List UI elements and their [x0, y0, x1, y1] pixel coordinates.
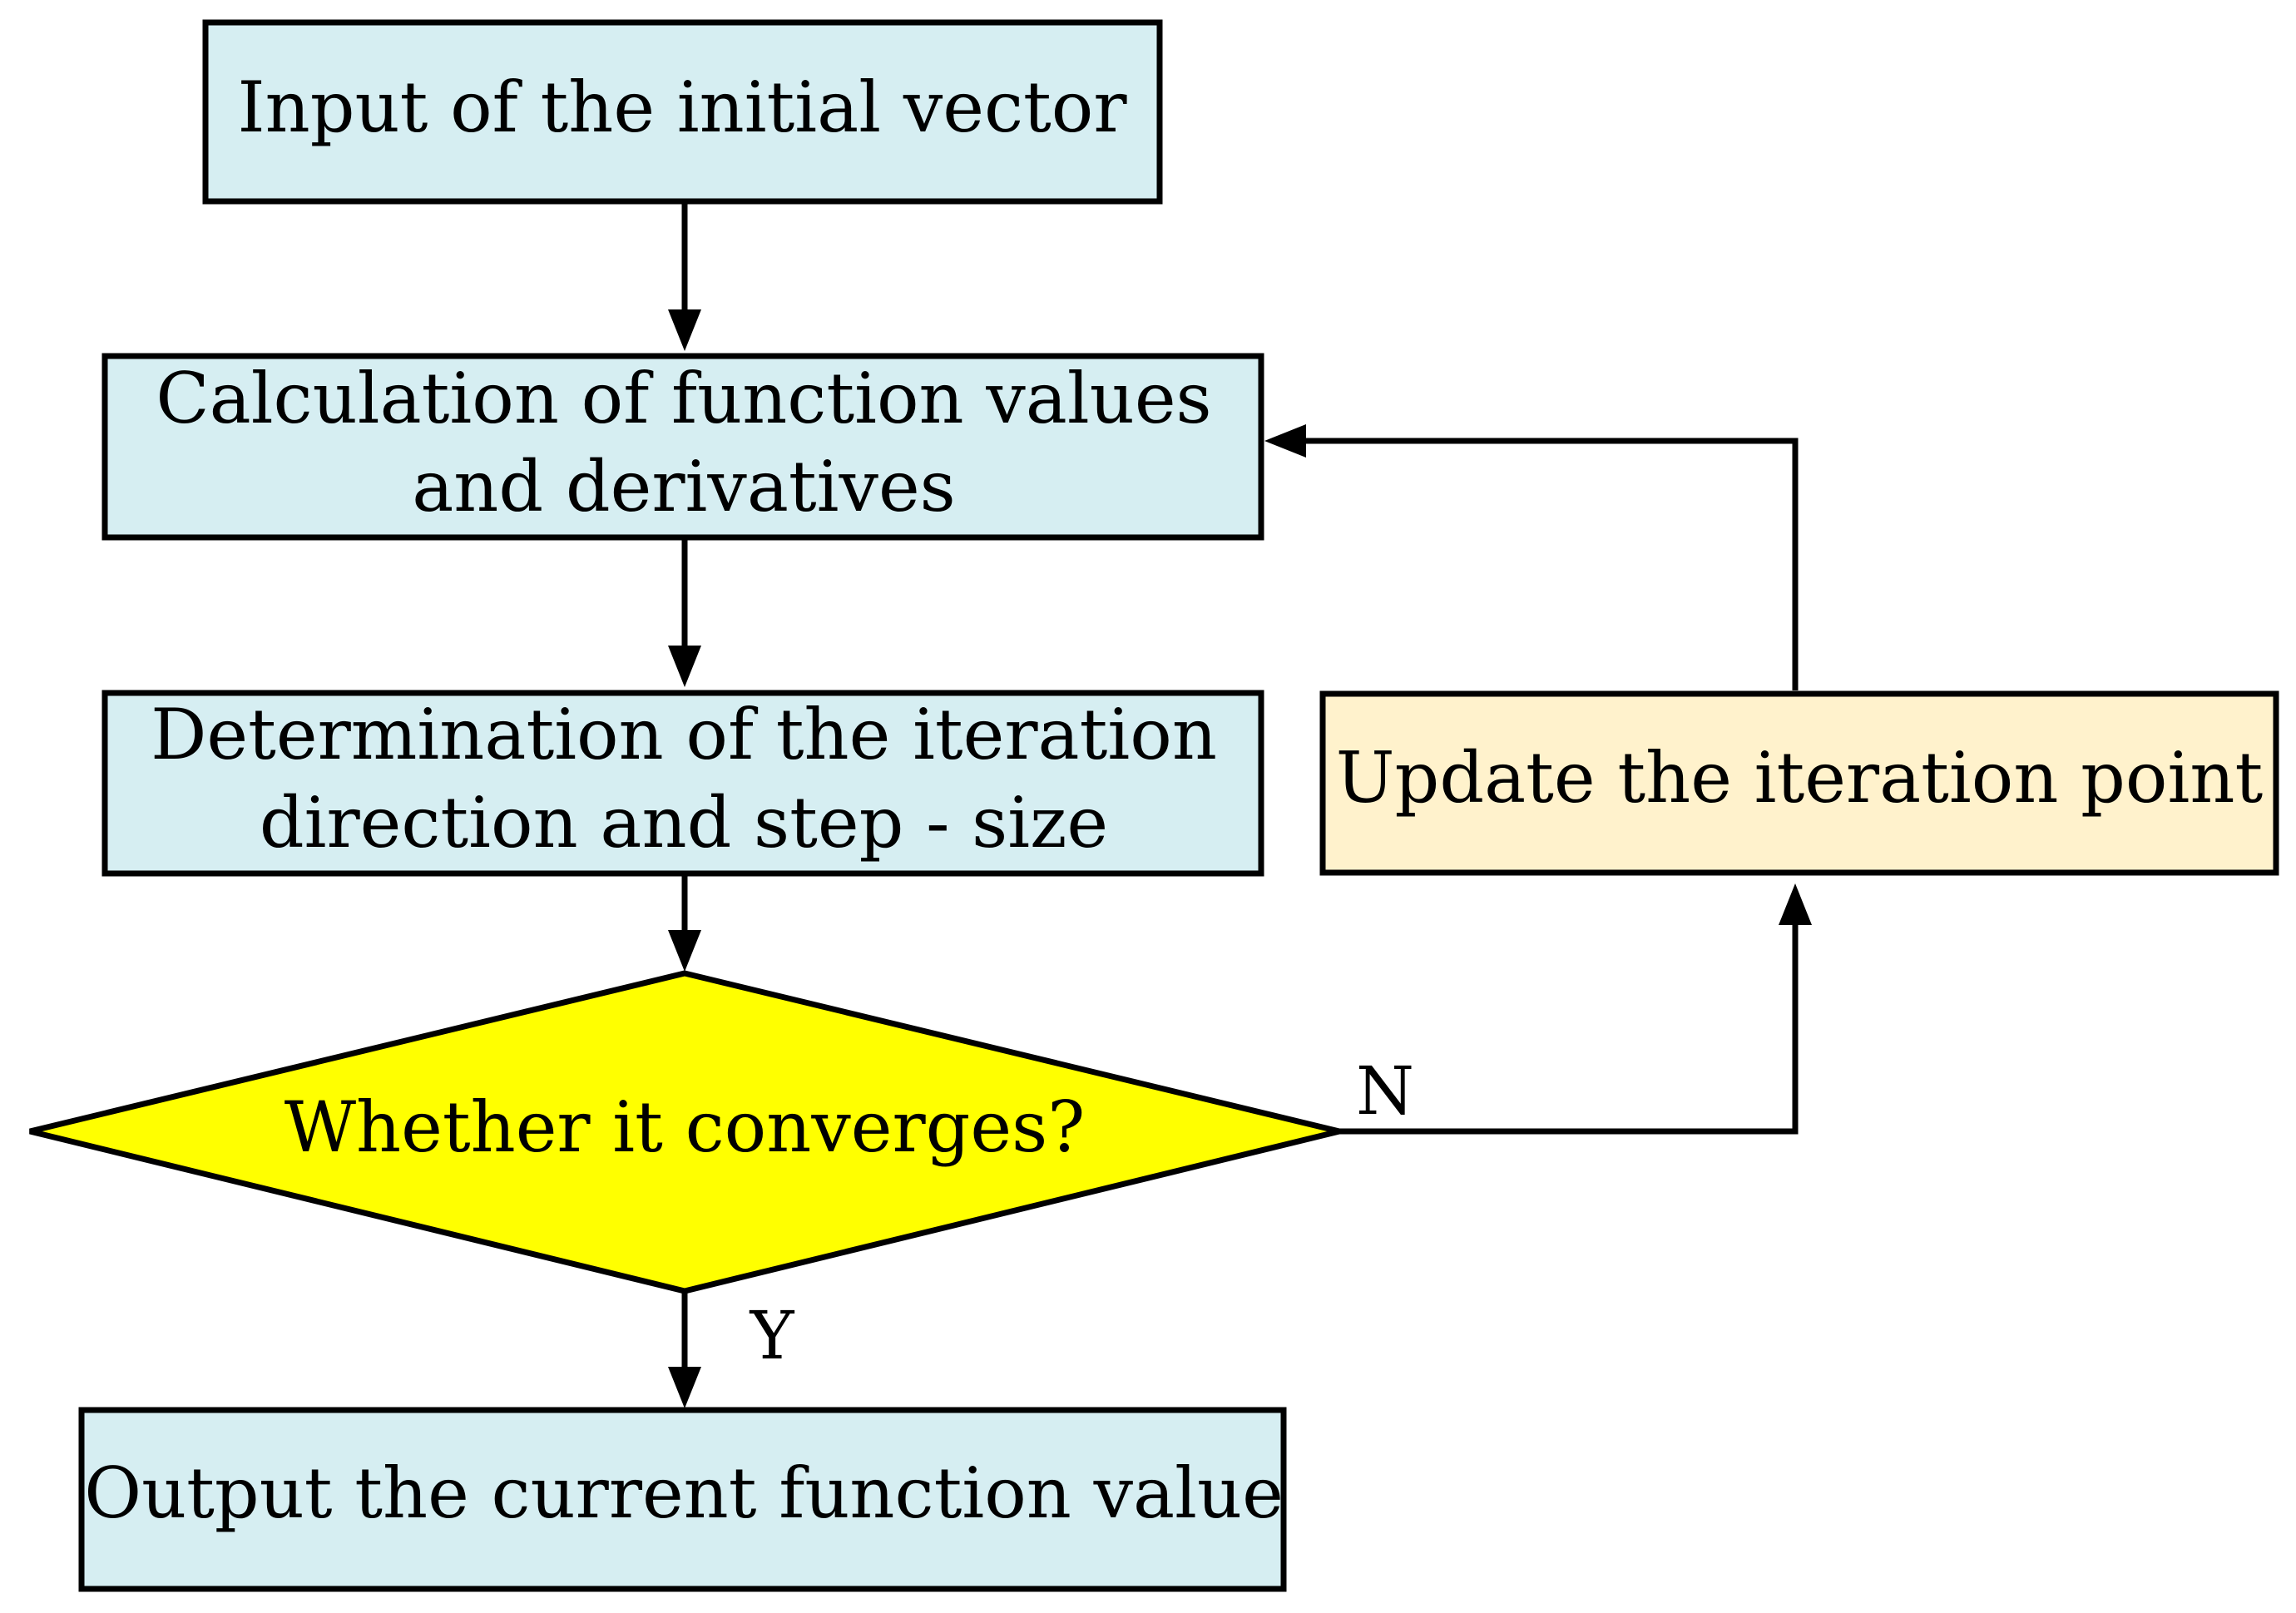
decision-label: Whether it converges?	[285, 1086, 1086, 1168]
decision-diamond	[29, 970, 1340, 1294]
calculation-label-line1: Calculation of function values	[156, 358, 1211, 439]
node-determination: Determination of the iteration direction…	[101, 690, 1264, 877]
node-decision: Whether it converges?	[29, 970, 1340, 1294]
arrow-decision-to-output-head	[668, 1367, 701, 1408]
input-label: Input of the initial vector	[237, 67, 1127, 148]
determination-box	[101, 690, 1264, 877]
determination-label-line1: Determination of the iteration	[151, 694, 1217, 775]
arrow-decision-to-update-head	[1779, 883, 1812, 925]
arrow-update-to-calculation-head	[1264, 424, 1306, 458]
calculation-box	[101, 353, 1264, 541]
update-box	[1319, 690, 2279, 876]
edge-label-yes: Y	[750, 1297, 795, 1374]
determination-label-line2: direction and step - size	[260, 782, 1108, 863]
arrow-input-to-calculation-head	[668, 309, 701, 351]
node-output: Output the current function value	[78, 1407, 1287, 1592]
node-calculation: Calculation of function values and deriv…	[101, 353, 1264, 541]
output-box	[78, 1407, 1287, 1592]
node-update: Update the iteration point	[1319, 690, 2279, 876]
arrow-calculation-to-determination-head	[668, 646, 701, 687]
node-input: Input of the initial vector	[202, 19, 1163, 205]
arrow-determination-to-decision-head	[668, 930, 701, 972]
output-label: Output the current function value	[84, 1452, 1284, 1534]
arrow-update-to-calculation	[1306, 438, 1799, 690]
arrow-decision-to-update	[1339, 925, 1799, 1135]
update-label: Update the iteration point	[1336, 737, 2264, 819]
edge-label-no: N	[1356, 1052, 1414, 1130]
calculation-label-line2: and derivatives	[412, 446, 956, 527]
connectors	[668, 201, 1812, 1408]
input-box	[202, 19, 1163, 205]
